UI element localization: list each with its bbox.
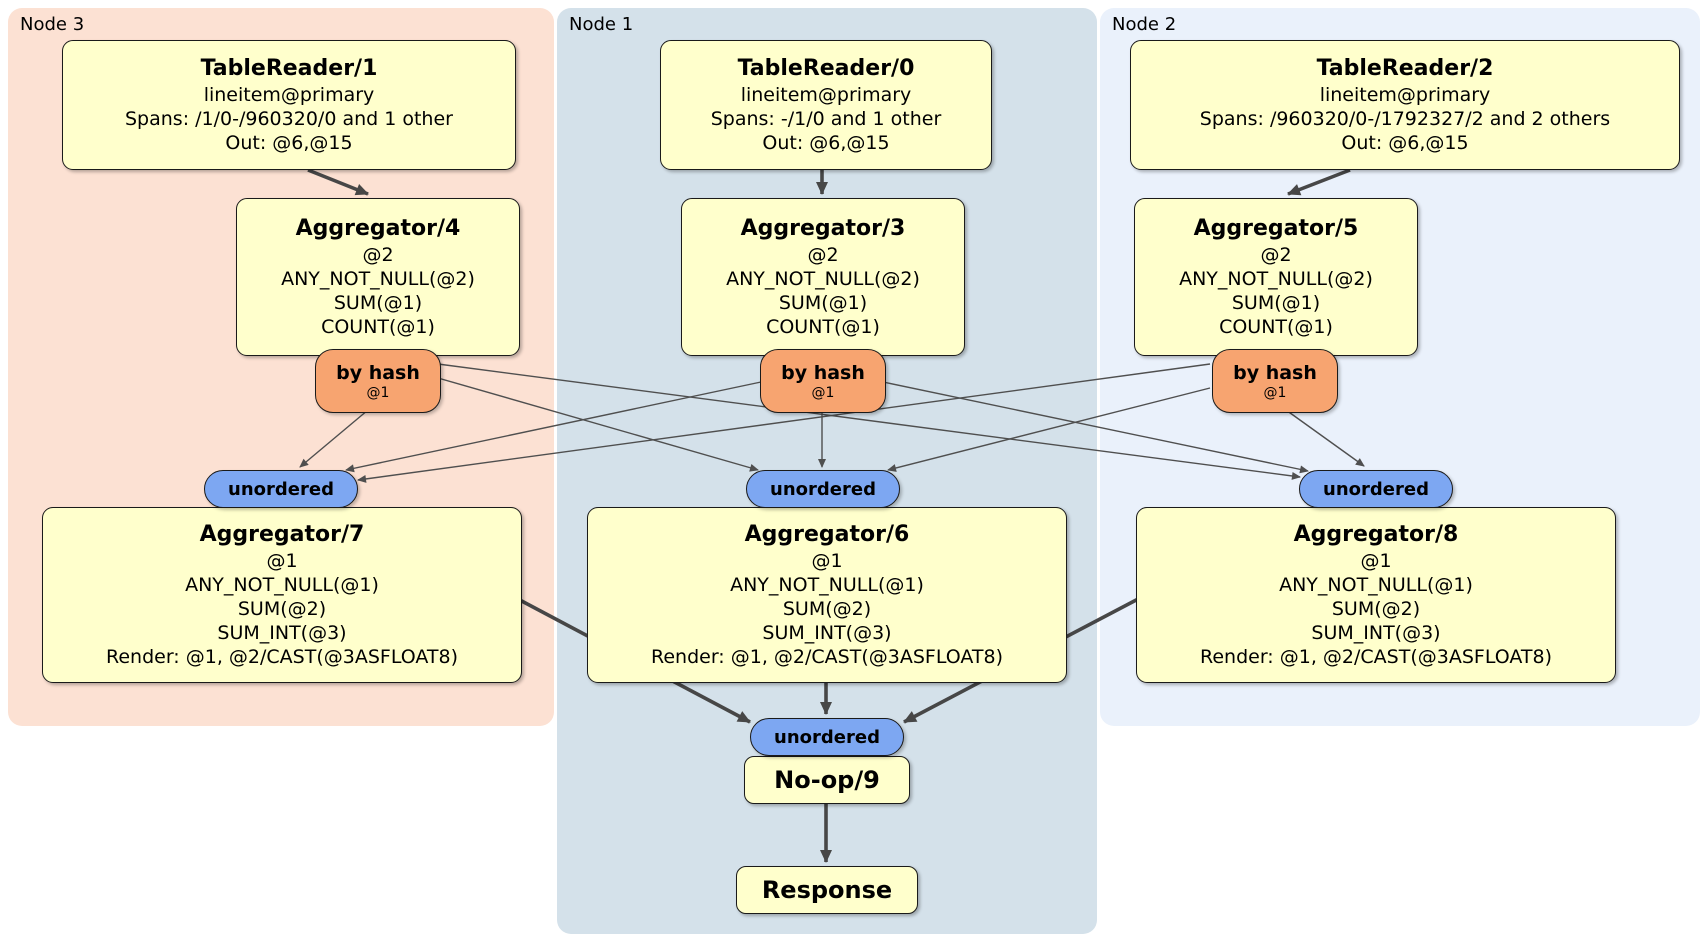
edge-hash4-sync8 [437, 363, 1301, 480]
processor-detail: Spans: /1/0-/960320/0 and 1 other [125, 108, 453, 130]
edge-hash4-sync7 [299, 409, 369, 468]
processor-detail: ANY_NOT_NULL(@1) [730, 574, 924, 596]
processor-detail: SUM_INT(@3) [217, 622, 347, 644]
processor-detail: @2 [807, 244, 839, 266]
processor-detail: ANY_NOT_NULL(@1) [1279, 574, 1473, 596]
processor-detail: COUNT(@1) [766, 316, 880, 338]
edge-hash5-sync8 [1285, 409, 1365, 467]
processor-title: Aggregator/4 [295, 216, 461, 241]
sync-unordered-6: unordered [746, 470, 900, 508]
processor-title: Aggregator/5 [1193, 216, 1359, 241]
processor-detail: lineitem@primary [203, 84, 375, 106]
processor-detail: lineitem@primary [1319, 84, 1491, 106]
processor-detail: SUM(@2) [782, 598, 872, 620]
processor-aggregator-3: Aggregator/3 @2 ANY_NOT_NULL(@2) SUM(@1)… [681, 198, 965, 356]
processor-detail: lineitem@primary [740, 84, 912, 106]
edge-hash3-sync7 [345, 381, 762, 473]
processor-detail: Render: @1, @2/CAST(@3ASFLOAT8) [1200, 646, 1552, 668]
processor-aggregator-7: Aggregator/7 @1 ANY_NOT_NULL(@1) SUM(@2)… [42, 507, 522, 683]
edge-tr2-agg5 [1287, 168, 1351, 196]
processor-title: Aggregator/3 [740, 216, 906, 241]
processor-tablereader-2: TableReader/2 lineitem@primary Spans: /9… [1130, 40, 1680, 170]
processor-title: TableReader/0 [737, 56, 915, 81]
sync-label: unordered [1323, 478, 1429, 500]
processor-tablereader-1: TableReader/1 lineitem@primary Spans: /1… [62, 40, 516, 170]
processor-detail: SUM_INT(@3) [762, 622, 892, 644]
processor-title: Aggregator/7 [199, 522, 365, 547]
panel-node-1-label: Node 1 [569, 14, 634, 35]
panel-node-2-label: Node 2 [1112, 14, 1177, 35]
edge-tr1-agg4 [307, 168, 369, 196]
processor-title: Aggregator/8 [1293, 522, 1459, 547]
processor-detail: @1 [266, 550, 298, 572]
processor-detail: Spans: /960320/0-/1792327/2 and 2 others [1199, 108, 1611, 130]
router-key: @1 [366, 384, 390, 401]
router-by-hash-5: by hash @1 [1212, 349, 1338, 413]
processor-detail: SUM_INT(@3) [1311, 622, 1441, 644]
processor-detail: Out: @6,@15 [1341, 132, 1469, 154]
processor-aggregator-8: Aggregator/8 @1 ANY_NOT_NULL(@1) SUM(@2)… [1136, 507, 1616, 683]
processor-aggregator-5: Aggregator/5 @2 ANY_NOT_NULL(@2) SUM(@1)… [1134, 198, 1418, 356]
processor-detail: SUM(@1) [333, 292, 423, 314]
processor-aggregator-6: Aggregator/6 @1 ANY_NOT_NULL(@1) SUM(@2)… [587, 507, 1067, 683]
sync-unordered-7: unordered [204, 470, 358, 508]
processor-detail: Out: @6,@15 [225, 132, 353, 154]
processor-detail: Out: @6,@15 [762, 132, 890, 154]
processor-noop-9: No-op/9 [744, 756, 910, 804]
processor-detail: Render: @1, @2/CAST(@3ASFLOAT8) [106, 646, 458, 668]
sync-label: unordered [774, 726, 880, 748]
processor-detail: ANY_NOT_NULL(@2) [726, 268, 920, 290]
processor-title: Aggregator/6 [744, 522, 910, 547]
processor-detail: @1 [1360, 550, 1392, 572]
processor-aggregator-4: Aggregator/4 @2 ANY_NOT_NULL(@2) SUM(@1)… [236, 198, 520, 356]
router-label: by hash [1233, 361, 1317, 384]
processor-detail: @1 [811, 550, 843, 572]
router-by-hash-4: by hash @1 [315, 349, 441, 413]
router-label: by hash [336, 361, 420, 384]
edge-hash4-sync6 [437, 377, 759, 472]
processor-response: Response [736, 866, 918, 914]
processor-detail: ANY_NOT_NULL(@1) [185, 574, 379, 596]
processor-title: Response [761, 876, 893, 904]
processor-detail: SUM(@1) [1231, 292, 1321, 314]
sync-unordered-8: unordered [1299, 470, 1453, 508]
processor-detail: Render: @1, @2/CAST(@3ASFLOAT8) [651, 646, 1003, 668]
sync-unordered-final: unordered [750, 718, 904, 756]
panel-node-3-label: Node 3 [20, 14, 85, 35]
processor-detail: COUNT(@1) [321, 316, 435, 338]
router-key: @1 [811, 384, 835, 401]
processor-detail: SUM(@2) [237, 598, 327, 620]
router-label: by hash [781, 361, 865, 384]
edge-hash5-sync6 [887, 387, 1211, 472]
processor-detail: ANY_NOT_NULL(@2) [281, 268, 475, 290]
router-key: @1 [1263, 384, 1287, 401]
edge-hash3-sync8 [882, 381, 1309, 474]
sync-label: unordered [770, 478, 876, 500]
processor-title: No-op/9 [774, 766, 880, 794]
processor-detail: SUM(@1) [778, 292, 868, 314]
processor-tablereader-0: TableReader/0 lineitem@primary Spans: -/… [660, 40, 992, 170]
processor-detail: Spans: -/1/0 and 1 other [710, 108, 942, 130]
processor-detail: @2 [362, 244, 394, 266]
processor-detail: ANY_NOT_NULL(@2) [1179, 268, 1373, 290]
processor-detail: @2 [1260, 244, 1292, 266]
processor-title: TableReader/2 [1316, 56, 1494, 81]
processor-title: TableReader/1 [200, 56, 378, 81]
router-by-hash-3: by hash @1 [760, 349, 886, 413]
sync-label: unordered [228, 478, 334, 500]
edge-hash5-sync7 [357, 363, 1211, 483]
processor-detail: SUM(@2) [1331, 598, 1421, 620]
processor-detail: COUNT(@1) [1219, 316, 1333, 338]
